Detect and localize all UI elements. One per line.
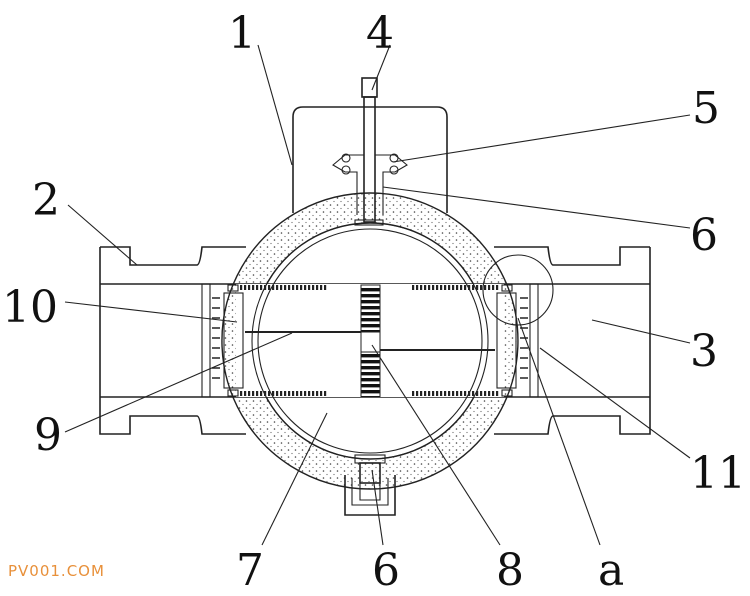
watermark: PV001.COM [8, 562, 105, 580]
label-9: 9 [34, 410, 62, 461]
label-2: 2 [32, 175, 60, 226]
label-a: a [598, 545, 624, 596]
label-11: 11 [690, 448, 746, 499]
top-housing [292, 106, 448, 213]
leader-lines [64, 44, 691, 546]
detail-circle-a [482, 254, 554, 326]
piston-mechanism [201, 283, 539, 398]
label-6-bottom: 6 [372, 545, 400, 596]
label-3: 3 [690, 326, 718, 377]
label-5: 5 [692, 83, 720, 134]
label-4: 4 [366, 8, 394, 59]
label-1: 1 [228, 8, 256, 59]
label-8: 8 [496, 545, 524, 596]
bottom-fitting [344, 454, 396, 516]
label-6-top: 6 [690, 210, 718, 261]
label-10: 10 [2, 282, 58, 333]
label-7: 7 [236, 545, 264, 596]
